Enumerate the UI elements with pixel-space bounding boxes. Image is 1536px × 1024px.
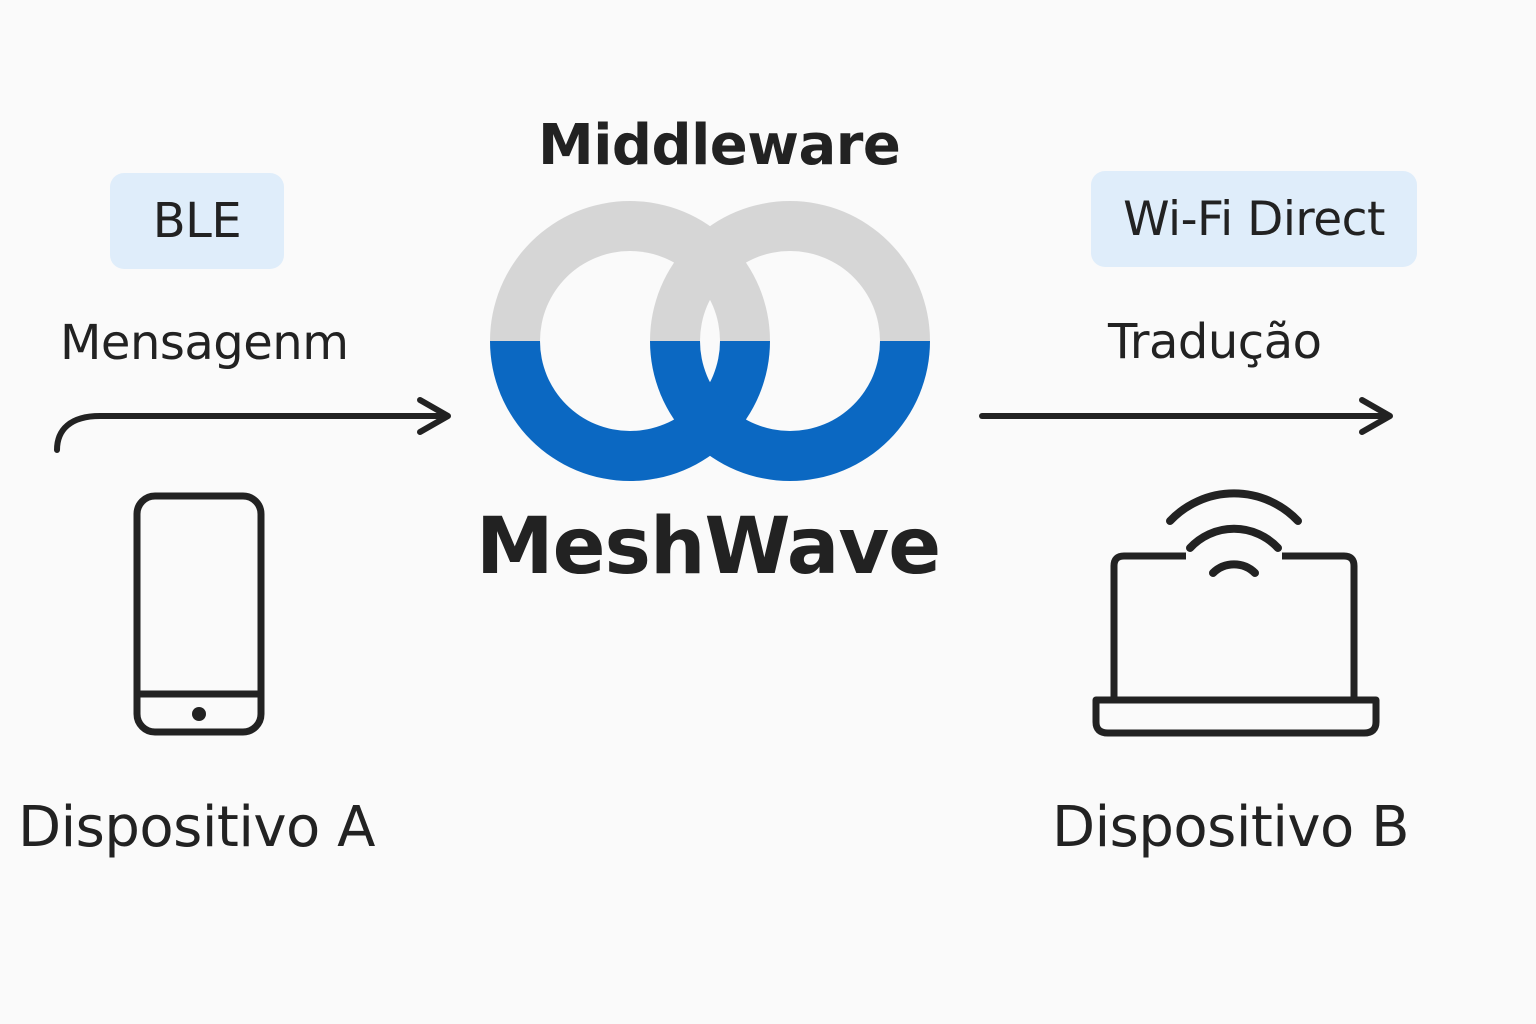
protocol-badge-ble: BLE	[110, 173, 284, 269]
brand-name: MeshWave	[476, 502, 941, 592]
protocol-badge-wifi-direct: Wi-Fi Direct	[1091, 171, 1417, 267]
device-a-label: Dispositivo A	[18, 795, 375, 860]
device-b-label: Dispositivo B	[1052, 795, 1410, 860]
message-label: Mensagenm	[60, 315, 349, 371]
middleware-title: Middleware	[538, 113, 901, 178]
translation-label: Tradução	[1108, 314, 1322, 370]
